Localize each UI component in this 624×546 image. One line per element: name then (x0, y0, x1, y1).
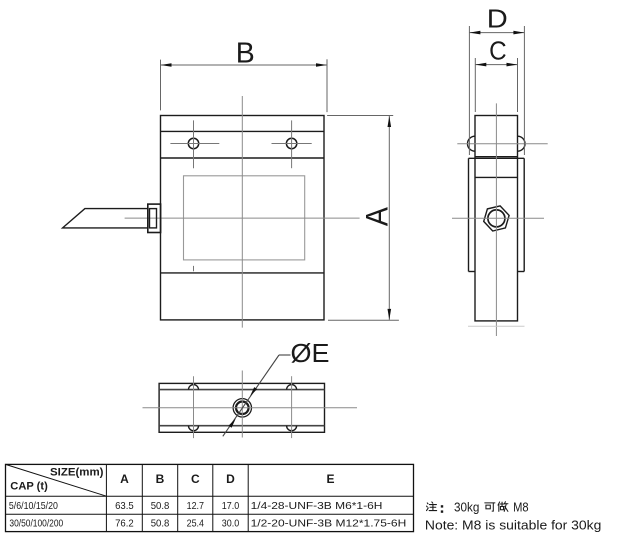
svg-text:D: D (487, 4, 508, 34)
svg-text:A: A (359, 207, 395, 226)
svg-text:12.7: 12.7 (187, 500, 205, 512)
svg-text:SIZE(mm): SIZE(mm) (50, 466, 104, 478)
svg-text:50.8: 50.8 (151, 500, 170, 512)
svg-text:M8: M8 (513, 500, 529, 515)
svg-text:50.8: 50.8 (151, 517, 170, 529)
svg-text:C: C (489, 35, 507, 65)
svg-text:30/50/100/200: 30/50/100/200 (9, 517, 63, 529)
svg-text:30kg: 30kg (454, 500, 479, 515)
svg-text:63.5: 63.5 (115, 500, 134, 512)
svg-text:1/4-28-UNF-3B M6*1-6H: 1/4-28-UNF-3B M6*1-6H (251, 500, 383, 512)
svg-text:E: E (326, 472, 334, 486)
svg-text:D: D (226, 472, 235, 486)
svg-text:Note: M8 is suitable for 30kg: Note: M8 is suitable for 30kg (425, 518, 602, 533)
svg-text:30.0: 30.0 (222, 517, 240, 529)
svg-text:25.4: 25.4 (187, 517, 205, 529)
svg-text:B: B (236, 37, 255, 69)
svg-text:C: C (191, 472, 200, 486)
svg-text:1/2-20-UNF-3B M12*1.75-6H: 1/2-20-UNF-3B M12*1.75-6H (251, 517, 407, 529)
svg-text:CAP (t): CAP (t) (10, 480, 48, 492)
svg-text:17.0: 17.0 (222, 500, 240, 512)
svg-text:A: A (120, 472, 129, 486)
svg-text:5/6/10/15/20: 5/6/10/15/20 (9, 500, 58, 512)
svg-text:ØE: ØE (291, 338, 330, 368)
svg-text:76.2: 76.2 (115, 517, 134, 529)
svg-text:B: B (156, 472, 165, 486)
